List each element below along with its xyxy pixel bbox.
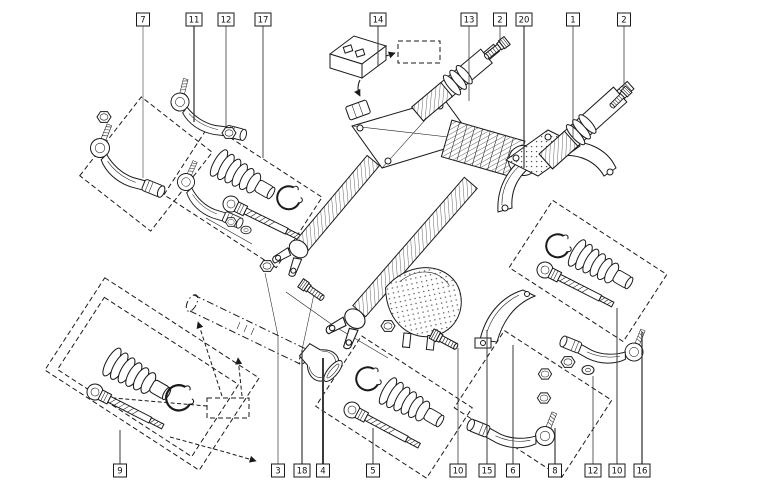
small-connector xyxy=(345,99,371,121)
kit-box-5 xyxy=(315,335,473,479)
kit-box-16 xyxy=(508,199,668,343)
callout-4[interactable]: 4 xyxy=(316,358,330,478)
small-washer-17 xyxy=(240,225,252,235)
callout-box[interactable] xyxy=(515,12,533,27)
callout-number: 10 xyxy=(453,467,464,477)
nut-8-upper xyxy=(537,368,553,380)
callout-box[interactable] xyxy=(617,12,631,27)
callout-7[interactable]: 7 xyxy=(136,12,150,178)
callout-12[interactable]: 12 xyxy=(217,12,235,127)
callout-number: 17 xyxy=(258,16,269,26)
callout-number: 12 xyxy=(221,16,232,26)
callout-1[interactable]: 1 xyxy=(566,12,580,138)
callout-number: 20 xyxy=(519,16,530,26)
empty-dashed-box-top xyxy=(397,40,441,64)
callout-8[interactable]: 8 xyxy=(548,428,562,478)
callout-box[interactable] xyxy=(493,12,507,27)
callout-number: 14 xyxy=(373,16,384,26)
callout-5[interactable]: 5 xyxy=(366,428,380,478)
callout-16[interactable]: 16 xyxy=(633,332,651,478)
callout-number: 15 xyxy=(482,467,493,477)
callout-number: 13 xyxy=(464,16,475,26)
callout-12[interactable]: 12 xyxy=(584,376,602,478)
callout-box[interactable] xyxy=(369,12,387,27)
callout-box[interactable] xyxy=(548,463,562,478)
rack-housing xyxy=(385,267,462,351)
callout-box[interactable] xyxy=(584,463,602,478)
callout-6[interactable]: 6 xyxy=(506,345,520,478)
kit-box-9 xyxy=(44,277,260,471)
small-nut-17 xyxy=(224,217,238,227)
callout-box[interactable] xyxy=(271,463,285,478)
callout-10[interactable]: 10 xyxy=(608,308,626,478)
center-rack-assembly xyxy=(298,267,462,382)
washer-right xyxy=(581,365,595,375)
callout-box[interactable] xyxy=(633,463,651,478)
empty-dashed-box-bottom xyxy=(206,397,250,419)
callout-15[interactable]: 15 xyxy=(478,330,496,478)
callout-box[interactable] xyxy=(113,463,127,478)
callout-number: 6 xyxy=(510,467,515,477)
callout-box[interactable] xyxy=(506,463,520,478)
callout-box[interactable] xyxy=(136,12,150,27)
lock-nut-12-right xyxy=(560,356,576,368)
callout-9[interactable]: 9 xyxy=(113,430,127,478)
callout-18[interactable]: 18 xyxy=(293,350,311,478)
callout-number: 18 xyxy=(297,467,308,477)
callout-box[interactable] xyxy=(293,463,311,478)
callout-box[interactable] xyxy=(608,463,626,478)
callout-number: 1 xyxy=(570,16,575,26)
callout-17[interactable]: 17 xyxy=(254,12,272,158)
callout-10[interactable]: 10 xyxy=(449,348,467,478)
callout-14[interactable]: 14 xyxy=(369,12,387,66)
wiring-connector-14 xyxy=(328,35,396,121)
callout-number: 2 xyxy=(621,16,626,26)
callout-number: 4 xyxy=(320,467,325,477)
callout-number: 16 xyxy=(637,467,648,477)
support-bracket-15 xyxy=(474,289,537,349)
kit-box-7 xyxy=(79,96,213,232)
callout-3[interactable]: 3 xyxy=(271,336,285,478)
stud-nut-7 xyxy=(96,111,112,123)
callout-box[interactable] xyxy=(478,463,496,478)
callout-number: 9 xyxy=(117,467,122,477)
callout-11[interactable]: 11 xyxy=(185,12,203,122)
callout-box[interactable] xyxy=(254,12,272,27)
yoke-nut-3 xyxy=(259,260,275,272)
callout-number: 10 xyxy=(612,467,623,477)
callout-20[interactable]: 20 xyxy=(515,12,533,168)
callout-number: 3 xyxy=(275,467,280,477)
intermediate-shaft-assembly xyxy=(323,176,478,352)
callout-2[interactable]: 2 xyxy=(617,12,631,88)
callout-box[interactable] xyxy=(316,463,330,478)
callout-box[interactable] xyxy=(366,463,380,478)
callout-box[interactable] xyxy=(566,12,580,27)
callout-box[interactable] xyxy=(185,12,203,27)
lock-nut-12 xyxy=(221,127,237,139)
callout-box[interactable] xyxy=(217,12,235,27)
callout-number: 8 xyxy=(552,467,557,477)
nut-8-lower xyxy=(536,392,552,404)
callout-number: 2 xyxy=(497,16,502,26)
callout-number: 7 xyxy=(140,16,145,26)
callout-number: 5 xyxy=(370,467,375,477)
callout-number: 12 xyxy=(588,467,599,477)
yoke-nut-2 xyxy=(380,320,396,332)
callout-box[interactable] xyxy=(449,463,467,478)
callout-box[interactable] xyxy=(460,12,478,27)
callout-number: 11 xyxy=(189,16,200,26)
callout-2[interactable]: 2 xyxy=(493,12,507,42)
mounting-clamp-ring xyxy=(323,360,343,382)
kit-box-17 xyxy=(163,123,323,269)
callout-13[interactable]: 13 xyxy=(460,12,478,101)
